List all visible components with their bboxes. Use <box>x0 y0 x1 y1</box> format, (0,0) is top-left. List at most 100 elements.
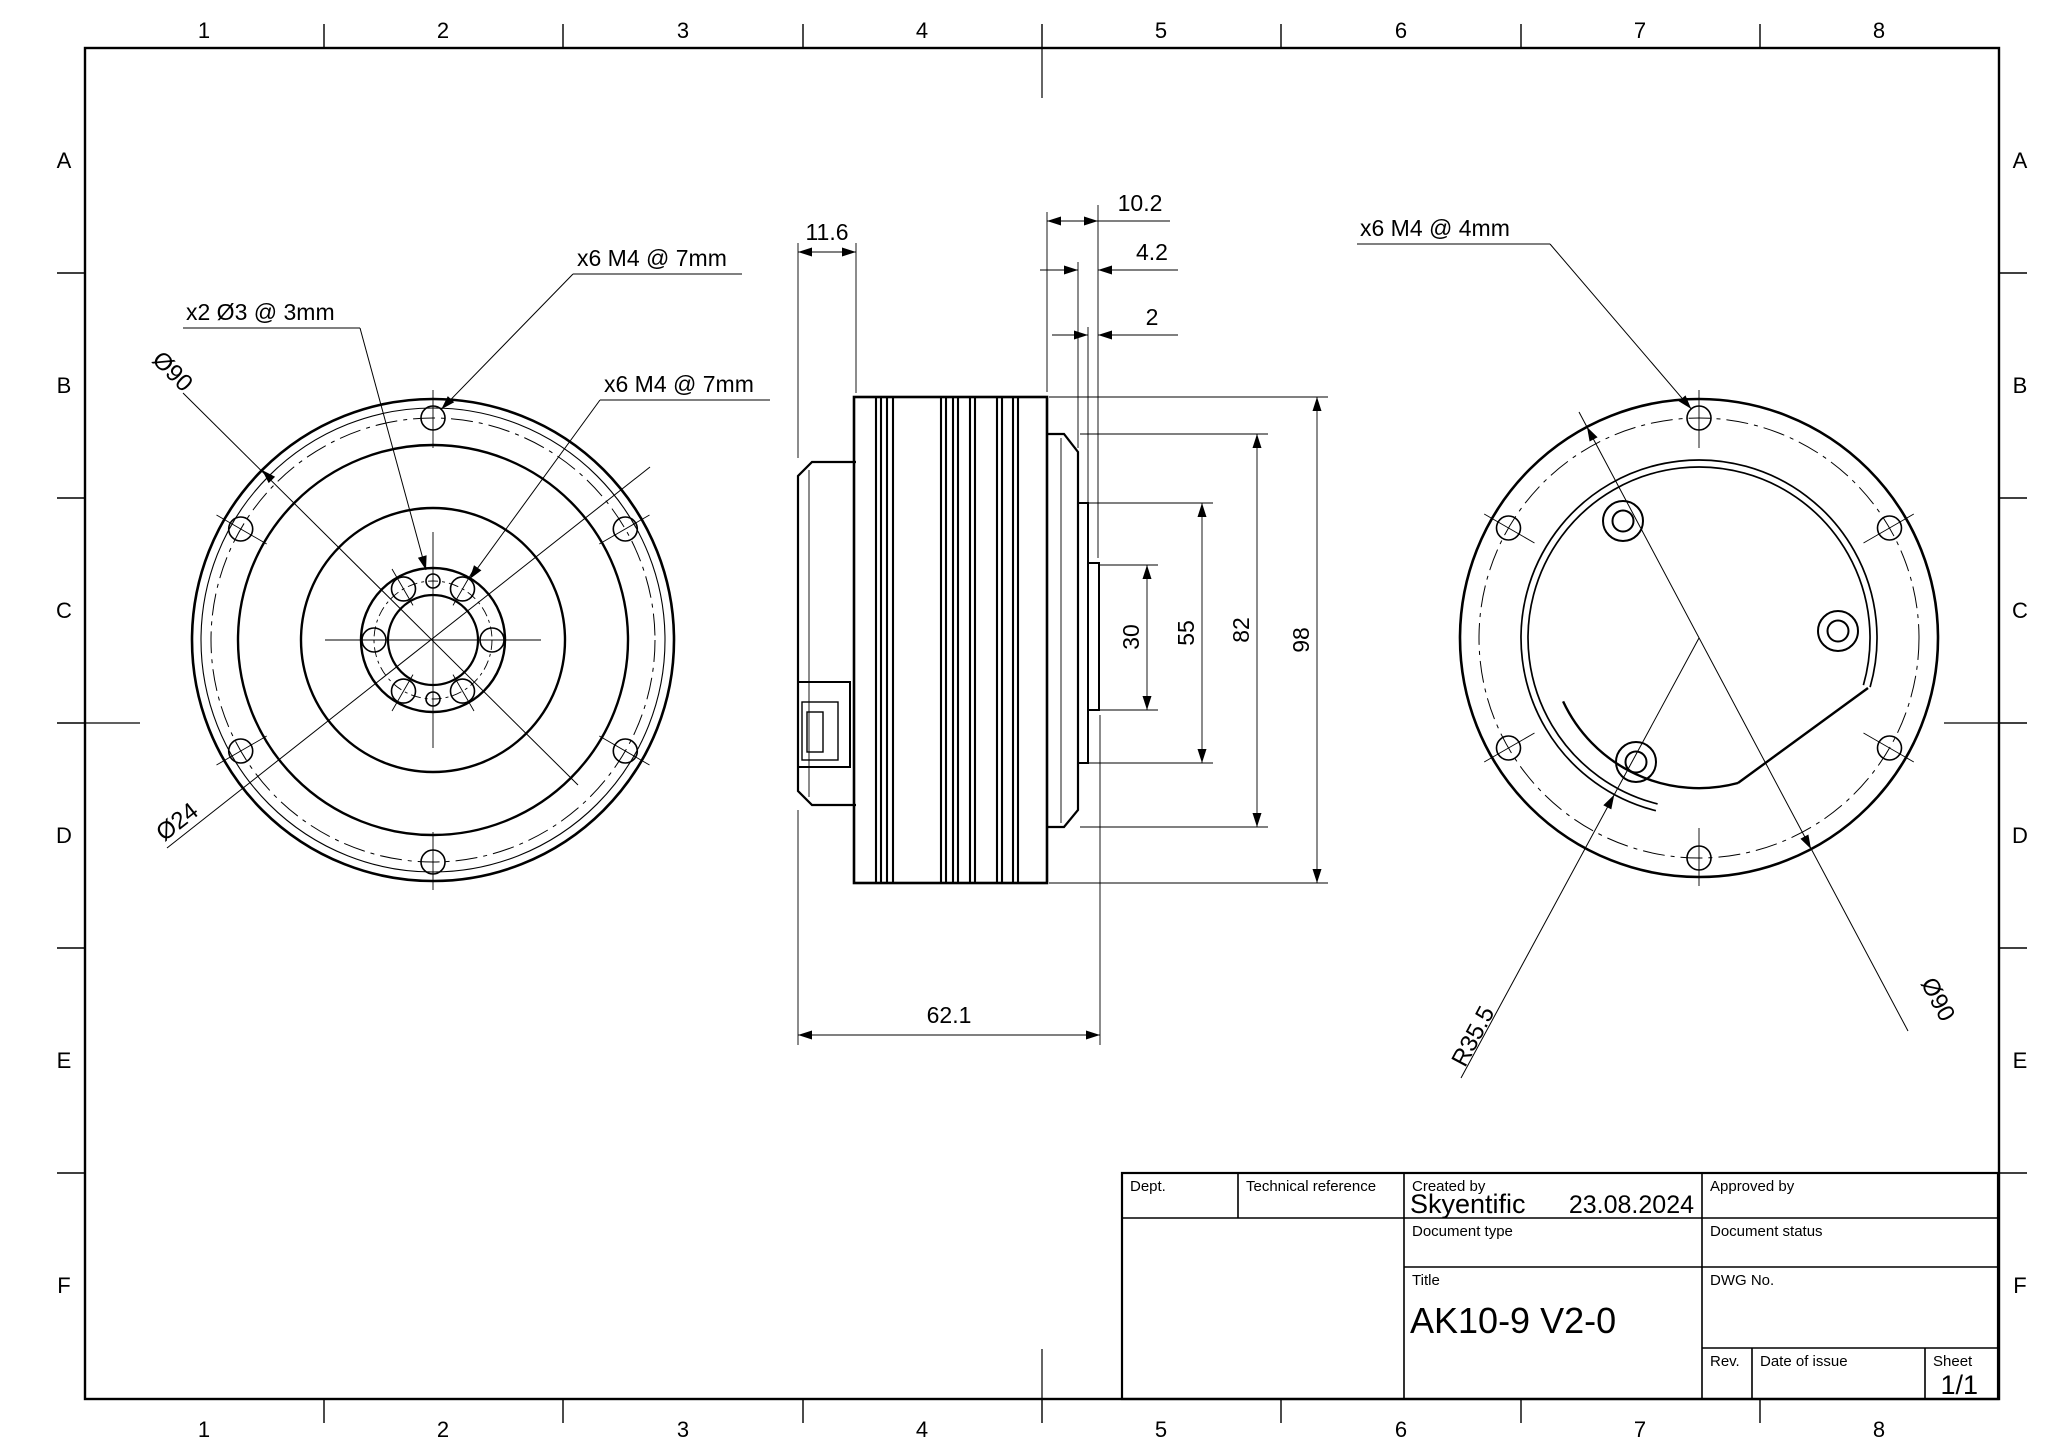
technical-reference-label: Technical reference <box>1246 1178 1376 1195</box>
zone-row-label: E <box>2013 1048 2028 1073</box>
connector-inner <box>801 701 839 761</box>
motor-body-outline <box>852 395 1049 885</box>
counterbore-outer <box>1615 741 1657 783</box>
arrowhead <box>1197 503 1207 517</box>
zone-row-label: F <box>2013 1273 2026 1298</box>
arrowhead <box>1084 216 1098 226</box>
callout-leader <box>440 273 574 410</box>
zone-labels-right: A B C D E F <box>2012 148 2028 1298</box>
dim-text: 10.2 <box>1118 190 1163 216</box>
hub-hole <box>390 576 417 602</box>
arrowhead <box>798 247 812 257</box>
front-hub-holes <box>325 532 541 748</box>
back-view: Ø90 R35.5 x6 M4 @ 4mm <box>1357 215 1960 1079</box>
step-55 <box>1077 502 1089 764</box>
date-of-issue-label: Date of issue <box>1760 1353 1848 1370</box>
rev-label: Rev. <box>1710 1353 1740 1370</box>
zone-row-label: D <box>56 823 72 848</box>
arrowhead <box>798 1030 812 1040</box>
arrowhead <box>1064 265 1078 275</box>
callout-leader <box>1549 243 1692 410</box>
callout-leader <box>359 327 427 571</box>
zone-col-label: 2 <box>437 18 449 43</box>
dim-text: 2 <box>1146 304 1159 330</box>
created-by-label: Created by <box>1412 1178 1486 1195</box>
counterbore-inner <box>1624 750 1648 774</box>
bolt-hole-ticks <box>216 390 650 890</box>
callout-pins-label: x2 Ø3 @ 3mm <box>186 299 335 325</box>
approved-by-label: Approved by <box>1710 1178 1795 1195</box>
ext-lines <box>797 243 857 458</box>
ext-lines <box>797 715 1101 1045</box>
ext-lines <box>1046 205 1099 558</box>
sheet-value: 1/1 <box>1940 1370 1978 1400</box>
drawing-frame: 1 2 3 4 5 6 7 8 1 2 3 4 5 6 7 8 A B C D … <box>56 18 2028 1442</box>
dia-outer-leader-line <box>1578 411 1909 1032</box>
front-view: Ø90 Ø24 x2 Ø3 @ 3mm x6 M4 @ 7mm x6 M4 @ … <box>147 245 770 890</box>
zone-labels-bottom: 1 2 3 4 5 6 7 8 <box>198 1417 1885 1442</box>
zone-col-label: 1 <box>198 18 210 43</box>
document-status-label: Document status <box>1710 1223 1823 1240</box>
ext-lines <box>1089 502 1213 764</box>
zone-row-label: D <box>2012 823 2028 848</box>
dwg-no-label: DWG No. <box>1710 1272 1774 1289</box>
dim-4-2: 4.2 <box>1040 239 1178 448</box>
dim-text: 98 <box>1288 627 1314 653</box>
bolt-hole <box>1495 735 1522 761</box>
dim-text: 82 <box>1228 617 1254 643</box>
zone-col-label: 5 <box>1155 1417 1167 1442</box>
rotor-cut-edge <box>1737 687 1869 784</box>
zone-row-label: C <box>2012 598 2028 623</box>
counterbore-inner <box>1611 509 1635 533</box>
callout-bolt-label: x6 M4 @ 4mm <box>1360 215 1510 241</box>
rear-cover-outline <box>796 460 856 807</box>
zone-row-label: A <box>57 148 72 173</box>
radius-leader-line <box>1460 637 1700 1079</box>
zone-col-label: 7 <box>1634 18 1646 43</box>
zone-labels-top: 1 2 3 4 5 6 7 8 <box>198 18 1885 43</box>
arrowhead <box>1312 869 1322 883</box>
zone-col-label: 6 <box>1395 1417 1407 1442</box>
zone-row-label: B <box>57 373 72 398</box>
arrowhead <box>1142 565 1152 579</box>
arrowhead <box>1098 330 1112 340</box>
zone-col-label: 4 <box>916 18 928 43</box>
arrowhead <box>1142 696 1152 710</box>
hub-hole-ticks <box>391 568 475 712</box>
border-rect <box>83 46 2001 1401</box>
front-plate-outline <box>1047 432 1080 829</box>
dim-98: 98 <box>1049 396 1328 884</box>
title-block-border <box>1120 1171 2000 1401</box>
bolt-hole <box>612 738 639 764</box>
zone-row-label: C <box>56 598 72 623</box>
zone-ticks-columns <box>323 24 1761 1423</box>
bolt-hole <box>1495 515 1522 541</box>
motor-fins <box>874 397 1020 883</box>
title-block: Dept. Technical reference Created by App… <box>1120 1171 2000 1401</box>
callout-bolt-outer-label: x6 M4 @ 7mm <box>577 245 727 271</box>
dia-outer-label: Ø90 <box>1915 973 1960 1026</box>
arrowhead <box>1197 749 1207 763</box>
zone-col-label: 8 <box>1873 1417 1885 1442</box>
zone-col-label: 8 <box>1873 18 1885 43</box>
title-value: AK10-9 V2-0 <box>1410 1300 1616 1341</box>
arrowhead <box>1603 794 1615 810</box>
arrowhead <box>1312 397 1322 411</box>
arrowhead <box>1252 434 1262 448</box>
zone-col-label: 4 <box>916 1417 928 1442</box>
arrowhead <box>417 555 427 570</box>
back-counterbore-holes <box>1602 500 1859 783</box>
dia-outer-leader-line <box>182 392 579 786</box>
hub-hole <box>449 576 476 602</box>
connector-body <box>797 681 851 768</box>
callout-leader <box>469 399 601 580</box>
zone-col-label: 3 <box>677 1417 689 1442</box>
counterbore-outer <box>1817 610 1859 652</box>
back-inner-ring-outer <box>1520 459 1878 812</box>
zone-row-label: E <box>57 1048 72 1073</box>
dept-label: Dept. <box>1130 1178 1166 1195</box>
arrowhead <box>842 247 856 257</box>
zone-col-label: 5 <box>1155 18 1167 43</box>
dim-62-1: 62.1 <box>797 715 1101 1045</box>
